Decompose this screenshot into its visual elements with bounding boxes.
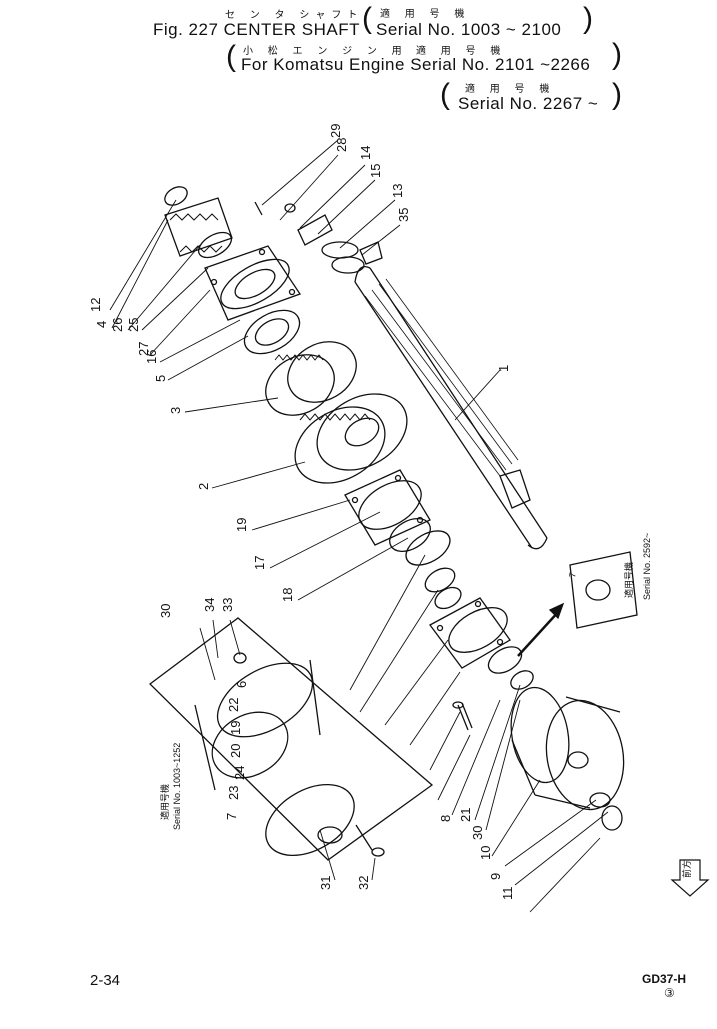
part-number-label: 3 — [168, 407, 183, 414]
part-number-label: 15 — [368, 164, 383, 178]
bearing-housing-lower — [429, 597, 534, 690]
brake-drum — [510, 686, 625, 811]
gear-large — [294, 393, 408, 484]
title-japanese: セ ン タ シャフト — [225, 10, 364, 21]
inset-right-serial: Serial No. 2592~ — [642, 533, 652, 600]
inset-flange — [265, 783, 355, 857]
bracket-close: ) — [612, 78, 622, 111]
part-number-label: 21 — [458, 808, 473, 822]
part-number-label: 26 — [110, 318, 125, 332]
bearing-upper — [243, 309, 301, 355]
part-number-label: 7 — [224, 813, 239, 820]
bracket-close: ) — [583, 2, 593, 35]
part-number-label: 27 — [136, 342, 151, 356]
part-number-label: 13 — [390, 184, 405, 198]
lock-nut — [589, 792, 623, 831]
bearing-housing-middle — [344, 469, 431, 553]
lock-plate — [254, 201, 383, 274]
part-number-label: 9 — [488, 873, 503, 880]
part-number-label: 22 — [226, 698, 241, 712]
forward-arrow-label: 前方 — [681, 860, 692, 878]
figure-title: Fig. 227 CENTER SHAFT — [153, 20, 360, 39]
bracket-close: ) — [612, 38, 622, 71]
part-number-label: 17 — [252, 556, 267, 570]
part-number-label: 2 — [196, 483, 211, 490]
part-number-label: 8 — [438, 815, 453, 822]
part-number-label: 20 — [228, 744, 243, 758]
applicable-label-3: 適 用 号 機 — [465, 84, 556, 95]
inset-part-label: 7 — [567, 572, 578, 579]
serial-range-2: For Komatsu Engine Serial No. 2101 ~2266 — [241, 55, 591, 74]
part-number-label: 32 — [356, 876, 371, 890]
part-number-label: 19 — [234, 518, 249, 532]
leader-lines — [109, 139, 609, 913]
part-number-label: 34 — [202, 598, 217, 612]
inset-left-serial: Serial No. 1003~1252 — [172, 743, 182, 830]
applicable-label-1: 適 用 号 機 — [380, 9, 471, 20]
part-number-label: 28 — [334, 138, 349, 152]
forward-arrow-icon: 前方 — [670, 859, 710, 897]
komatsu-engine-label: 小 松 エ ン ジ ン 用 — [243, 46, 408, 57]
part-number-label: 4 — [94, 321, 109, 328]
part-number-label: 30 — [470, 826, 485, 840]
part-number-label: 14 — [358, 146, 373, 160]
pinion-gear — [164, 186, 233, 259]
inset-right-jp: 適用号機 — [623, 562, 634, 598]
part-number-label: 25 — [126, 318, 141, 332]
part-number-label: 10 — [478, 846, 493, 860]
part-number-label: 24 — [232, 766, 247, 780]
part-number-label: 12 — [88, 298, 103, 312]
bearing-middle — [405, 530, 462, 610]
part-number-label: 16 — [144, 350, 159, 364]
part-number-label: 18 — [280, 588, 295, 602]
part-number-label: 6 — [234, 681, 249, 688]
serial-range-1: Serial No. 1003 ~ 2100 — [376, 20, 562, 39]
inset-box-right — [569, 551, 638, 629]
part-number-label: 31 — [318, 876, 333, 890]
serial-range-3: Serial No. 2267 ~ — [458, 94, 599, 113]
inset-pointer-arrow — [517, 602, 565, 657]
part-number-label: 11 — [500, 887, 515, 901]
part-number-label: 5 — [153, 375, 168, 382]
part-number-label: 1 — [496, 365, 511, 372]
part-number-label: 19 — [228, 721, 243, 735]
part-number-label: 35 — [396, 208, 411, 222]
center-shaft — [354, 265, 548, 550]
inset-drum — [194, 659, 321, 791]
part-number-label: 30 — [158, 604, 173, 618]
page-number: 2-34 — [90, 972, 121, 989]
bearing-housing-upper — [204, 245, 302, 321]
bracket-open: ( — [226, 40, 236, 73]
model-code: GD37-H — [642, 972, 687, 986]
inset-box-left — [149, 617, 434, 861]
bracket-open: ( — [440, 78, 450, 111]
bolt — [452, 701, 473, 731]
bracket-open: ( — [362, 2, 372, 35]
inset-left-jp: 適用号機 — [159, 784, 170, 820]
applicable-label-2: 適 用 号 機 — [416, 46, 507, 57]
inset-bolt — [233, 652, 385, 857]
revision-mark: ③ — [664, 986, 675, 1000]
part-number-label: 33 — [220, 598, 235, 612]
part-number-label: 23 — [226, 786, 241, 800]
gear-small — [265, 341, 357, 416]
part-number-label: 29 — [328, 124, 343, 138]
